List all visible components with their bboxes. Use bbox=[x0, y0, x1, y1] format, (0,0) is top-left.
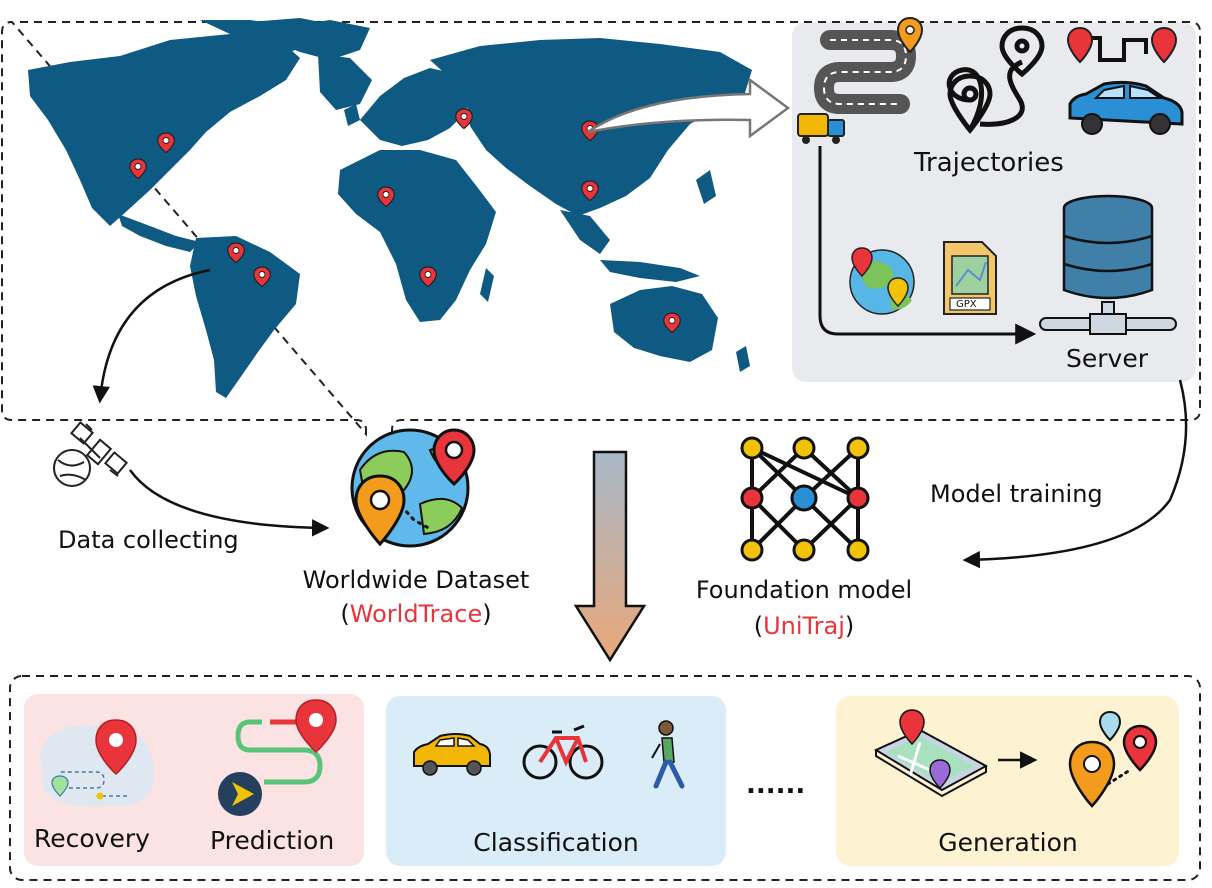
gpx-file-icon bbox=[943, 241, 997, 315]
map-region-dashed-border bbox=[1, 20, 1201, 437]
model-title: Foundation model bbox=[696, 578, 912, 602]
pedestrian-icon bbox=[651, 720, 685, 789]
dataset-name-line: (WorldTrace) bbox=[340, 602, 491, 626]
truck-icon bbox=[797, 113, 845, 144]
paren-open: ( bbox=[340, 600, 350, 628]
paren-close-2: ) bbox=[844, 612, 855, 640]
bicycle-icon bbox=[522, 724, 604, 780]
server-label: Server bbox=[1066, 344, 1148, 373]
generation-label: Generation bbox=[938, 828, 1078, 857]
prediction-icon bbox=[218, 699, 337, 816]
generated-pins-icon bbox=[1068, 710, 1158, 808]
recovery-icon bbox=[40, 719, 155, 807]
neural-network-icon bbox=[740, 436, 870, 562]
paren-open-2: ( bbox=[753, 612, 764, 640]
central-flow-arrow bbox=[573, 450, 647, 663]
globe-icon bbox=[849, 247, 915, 315]
prediction-label: Prediction bbox=[210, 826, 335, 855]
dataset-title: Worldwide Dataset bbox=[303, 568, 530, 592]
car-icon bbox=[413, 733, 491, 776]
model-training-arrow bbox=[962, 379, 1188, 569]
map-to-satellite-arrow bbox=[92, 268, 211, 404]
generation-panel bbox=[836, 696, 1179, 866]
ellipsis-label: ...... bbox=[746, 770, 806, 800]
model-line1: Foundation model bbox=[695, 576, 913, 604]
world-map bbox=[28, 18, 752, 398]
recovery-label: Recovery bbox=[34, 824, 150, 853]
satellite-icon bbox=[53, 421, 129, 487]
server-icon bbox=[1039, 194, 1177, 335]
car-route-icon bbox=[1066, 26, 1184, 135]
truck-to-server-line bbox=[818, 146, 1037, 345]
gpx-file-text: GPX bbox=[956, 299, 977, 310]
road-icon bbox=[813, 30, 917, 114]
data-collecting-arrow bbox=[128, 469, 330, 537]
phone-map-icon bbox=[873, 709, 989, 798]
trajectories-label: Trajectories bbox=[914, 148, 1064, 178]
model-training-label: Model training bbox=[930, 480, 1103, 508]
route-icon bbox=[946, 25, 1045, 134]
tasks-dashed-border bbox=[9, 675, 1201, 881]
paren-close: ) bbox=[482, 600, 492, 628]
dataset-line1: Worldwide Dataset bbox=[302, 566, 530, 594]
model-name: UniTraj bbox=[763, 612, 845, 640]
data-collecting-label: Data collecting bbox=[58, 526, 239, 554]
classification-label: Classification bbox=[473, 828, 639, 857]
worldwide-globe-icon bbox=[350, 428, 476, 548]
dataset-name: WorldTrace bbox=[349, 600, 483, 628]
map-to-trajectories-arrow bbox=[587, 77, 791, 139]
orange-pin-icon bbox=[896, 16, 924, 54]
model-name-line: (UniTraj) bbox=[754, 614, 855, 638]
